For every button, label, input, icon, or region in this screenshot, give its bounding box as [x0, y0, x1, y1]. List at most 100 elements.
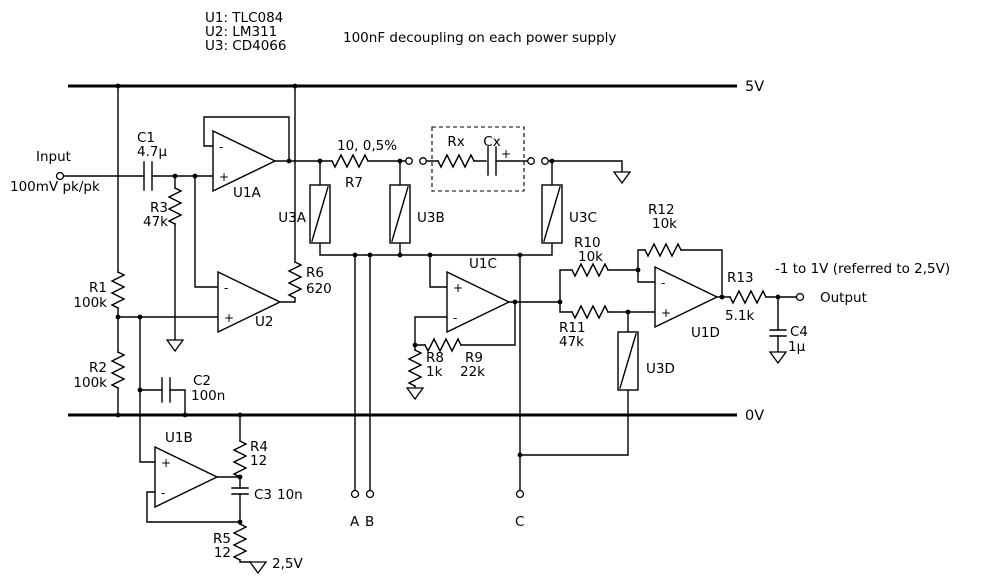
label-r1-ref: R1: [89, 280, 107, 296]
wire-u1c-u1d: [414, 249, 723, 456]
wire-divider-u2: [117, 85, 296, 463]
label-r3-value: 47k: [143, 214, 168, 230]
capacitors: [143, 146, 787, 495]
label-c2-ref: C2: [193, 373, 211, 389]
switch-u3b-symbol: [389, 184, 411, 244]
label-r13-ref: R13: [727, 270, 754, 286]
terminal-a-circle: [350, 489, 360, 499]
note-decoupling: 100nF decoupling on each power supply: [343, 30, 616, 46]
u1b-minus-sign: -: [161, 486, 165, 500]
label-c1-ref: C1: [137, 130, 155, 146]
resistor-r10: [571, 263, 609, 277]
label-u3b: U3B: [417, 210, 445, 226]
label-cx-ref: Cx: [483, 134, 500, 150]
input-terminal: [55, 171, 65, 181]
terminal-circles: [55, 157, 805, 499]
u1b-plus-sign: +: [161, 456, 171, 470]
label-u3a: U3A: [278, 210, 306, 226]
label-c4-ref: C4: [790, 324, 808, 340]
label-output-range: -1 to 1V (referred to 2,5V): [775, 261, 950, 277]
ground-icon: [613, 171, 631, 184]
label-r7-value: 10, 0,5%: [337, 138, 397, 154]
label-c4-value: 1µ: [788, 339, 806, 355]
label-output: Output: [820, 290, 867, 306]
u1c-plus-sign: +: [453, 281, 463, 295]
label-r11-value: 47k: [559, 334, 584, 350]
wire-output: [716, 296, 798, 353]
label-cx-polarity: +: [501, 147, 511, 161]
connector-point: [541, 157, 549, 165]
label-u1b: U1B: [165, 430, 193, 446]
label-c3-value: 10n: [277, 487, 303, 503]
note-u3: U3: CD4066: [205, 38, 287, 54]
resistor-r7: [331, 154, 369, 168]
u1a-plus-sign: +: [219, 170, 229, 184]
label-r4-value: 12: [250, 453, 267, 469]
label-r9-ref: R9: [465, 350, 483, 366]
ground-icon: [406, 387, 424, 400]
label-input: Input: [36, 149, 71, 165]
label-r12-ref: R12: [648, 202, 675, 218]
u1d-plus-sign: +: [661, 306, 671, 320]
label-u1a: U1A: [233, 185, 261, 201]
label-rx-ref: Rx: [447, 134, 464, 150]
label-rail-0v: 0V: [745, 408, 764, 424]
resistor-r11: [571, 305, 609, 319]
label-terminal-a: A: [350, 514, 360, 530]
resistor-r5: [233, 523, 247, 561]
power-rails: [68, 84, 737, 417]
u1c-minus-sign: -: [453, 311, 457, 325]
label-u3c: U3C: [569, 210, 597, 226]
capacitor-cx: [487, 146, 497, 176]
label-r13-value: 5.1k: [725, 308, 754, 324]
resistor-rx: [437, 154, 475, 168]
resistor-r4: [233, 440, 247, 478]
label-r5-ref: R5: [213, 531, 231, 547]
wire-u1b: [146, 414, 251, 563]
u1a-minus-sign: -: [219, 140, 223, 154]
label-r2-ref: R2: [89, 360, 107, 376]
dut-dashed-box: [431, 126, 525, 192]
label-c2-value: 100n: [191, 388, 225, 404]
resistor-r8: [408, 349, 422, 387]
label-r2-value: 100k: [73, 375, 107, 391]
label-u1c: U1C: [469, 256, 497, 272]
resistor-r13: [729, 290, 767, 304]
label-r1-value: 100k: [73, 295, 107, 311]
switch-u3c-symbol: [541, 184, 563, 244]
ground-icon: [166, 339, 184, 352]
label-terminal-c: C: [515, 514, 524, 530]
terminal-c-circle: [515, 489, 525, 499]
label-r5-value: 12: [214, 545, 231, 561]
label-r9-value: 22k: [460, 364, 485, 380]
u1d-minus-sign: -: [661, 276, 665, 290]
connector-point: [527, 157, 535, 165]
terminal-b-circle: [365, 489, 375, 499]
label-u2: U2: [255, 314, 273, 330]
label-rail-5v: 5V: [745, 79, 764, 95]
label-r8-ref: R8: [426, 350, 444, 366]
wire-bus-terminals: [319, 242, 553, 491]
connector-point: [405, 157, 413, 165]
label-u1d: U1D: [691, 325, 720, 341]
resistor-r12: [644, 243, 682, 257]
labels: U1: TLC084 U2: LM311 U3: CD4066 100nF de…: [10, 10, 950, 572]
note-u2: U2: LM311: [205, 24, 277, 40]
capacitor-c1: [143, 161, 153, 191]
capacitor-c2: [161, 377, 171, 403]
capacitor-c3: [231, 487, 249, 495]
label-vref: 2,5V: [272, 556, 303, 572]
resistor-r6: [288, 261, 302, 299]
label-input-level: 100mV pk/pk: [10, 179, 100, 195]
label-r3-ref: R3: [150, 200, 168, 216]
capacitor-c4: [769, 329, 787, 337]
label-r6-value: 620: [306, 281, 332, 297]
switch-u3a-symbol: [309, 184, 331, 244]
ground-icon: [249, 561, 267, 574]
label-r8-value: 1k: [426, 364, 443, 380]
u2-plus-sign: +: [224, 311, 234, 325]
wire-input-u1a: [62, 116, 623, 341]
resistor-r3: [168, 187, 182, 225]
